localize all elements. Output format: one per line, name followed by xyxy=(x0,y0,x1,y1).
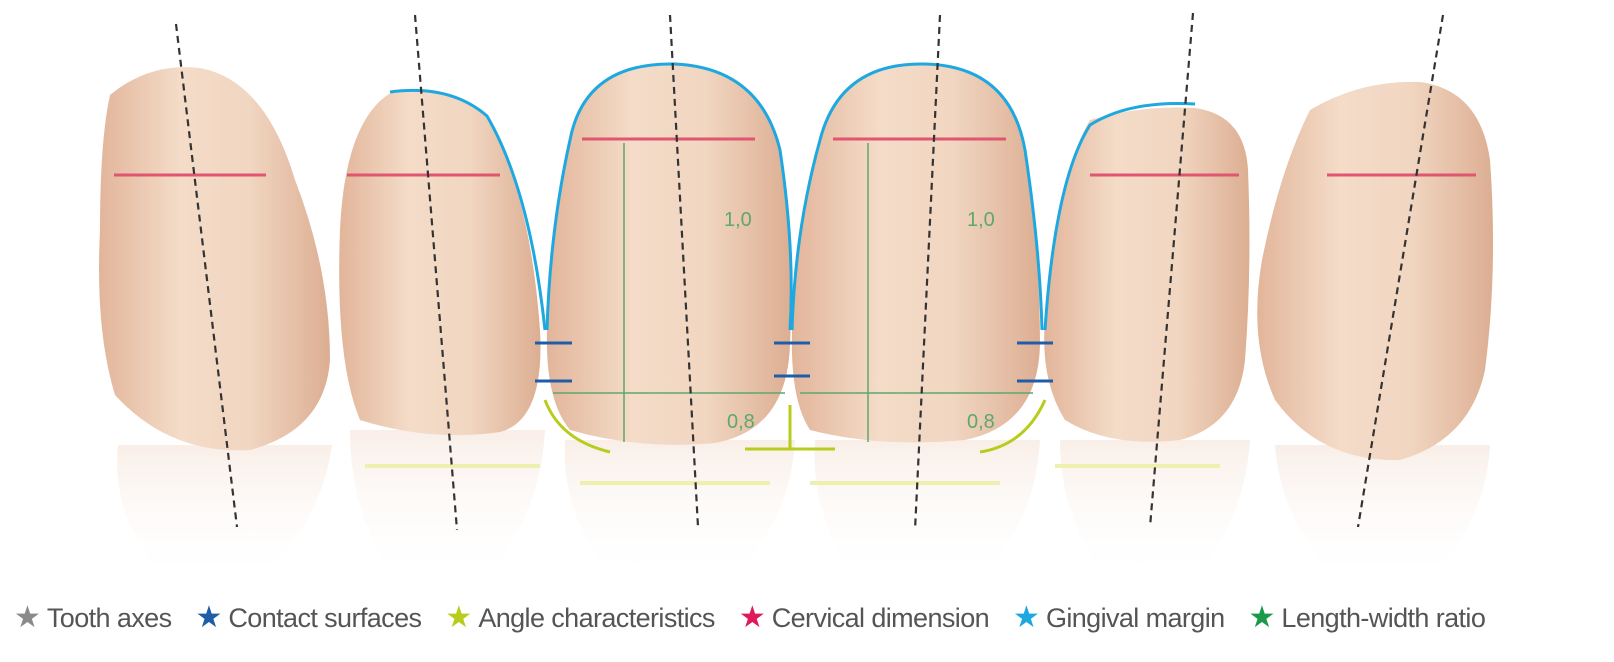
teeth-diagram: 1,0 0,8 1,0 0,8 xyxy=(0,0,1614,590)
tooth-1 xyxy=(99,67,330,450)
legend: ★ Tooth axes ★ Contact surfaces ★ Angle … xyxy=(14,596,1604,640)
star-icon: ★ xyxy=(739,603,766,633)
legend-item-tooth-axes: ★ Tooth axes xyxy=(14,603,172,634)
legend-label: Angle characteristics xyxy=(478,603,715,634)
star-icon: ★ xyxy=(14,603,41,633)
legend-item-angle-characteristics: ★ Angle characteristics xyxy=(445,603,714,634)
tooth-6 xyxy=(1257,82,1493,460)
star-icon: ★ xyxy=(445,603,472,633)
legend-item-contact-surfaces: ★ Contact surfaces xyxy=(196,603,422,634)
star-icon: ★ xyxy=(1013,603,1040,633)
ratio-label-right-length: 1,0 xyxy=(967,209,995,231)
star-icon: ★ xyxy=(196,603,223,633)
tooth-2 xyxy=(339,91,540,435)
ratio-label-left-width: 0,8 xyxy=(727,411,755,433)
legend-label: Contact surfaces xyxy=(228,603,421,634)
legend-label: Tooth axes xyxy=(47,603,172,634)
legend-item-cervical-dimension: ★ Cervical dimension xyxy=(739,603,989,634)
tooth-4 xyxy=(792,64,1040,443)
cervical-dimension xyxy=(114,139,1476,175)
tooth-3 xyxy=(547,64,791,445)
legend-item-gingival-margin: ★ Gingival margin xyxy=(1013,603,1224,634)
tooth-reflections xyxy=(117,430,1490,585)
ratio-label-left-length: 1,0 xyxy=(724,209,752,231)
legend-label: Length-width ratio xyxy=(1281,603,1485,634)
legend-item-length-width-ratio: ★ Length-width ratio xyxy=(1249,603,1486,634)
ratio-label-right-width: 0,8 xyxy=(967,411,995,433)
legend-label: Gingival margin xyxy=(1046,603,1225,634)
legend-label: Cervical dimension xyxy=(772,603,989,634)
star-icon: ★ xyxy=(1249,603,1276,633)
